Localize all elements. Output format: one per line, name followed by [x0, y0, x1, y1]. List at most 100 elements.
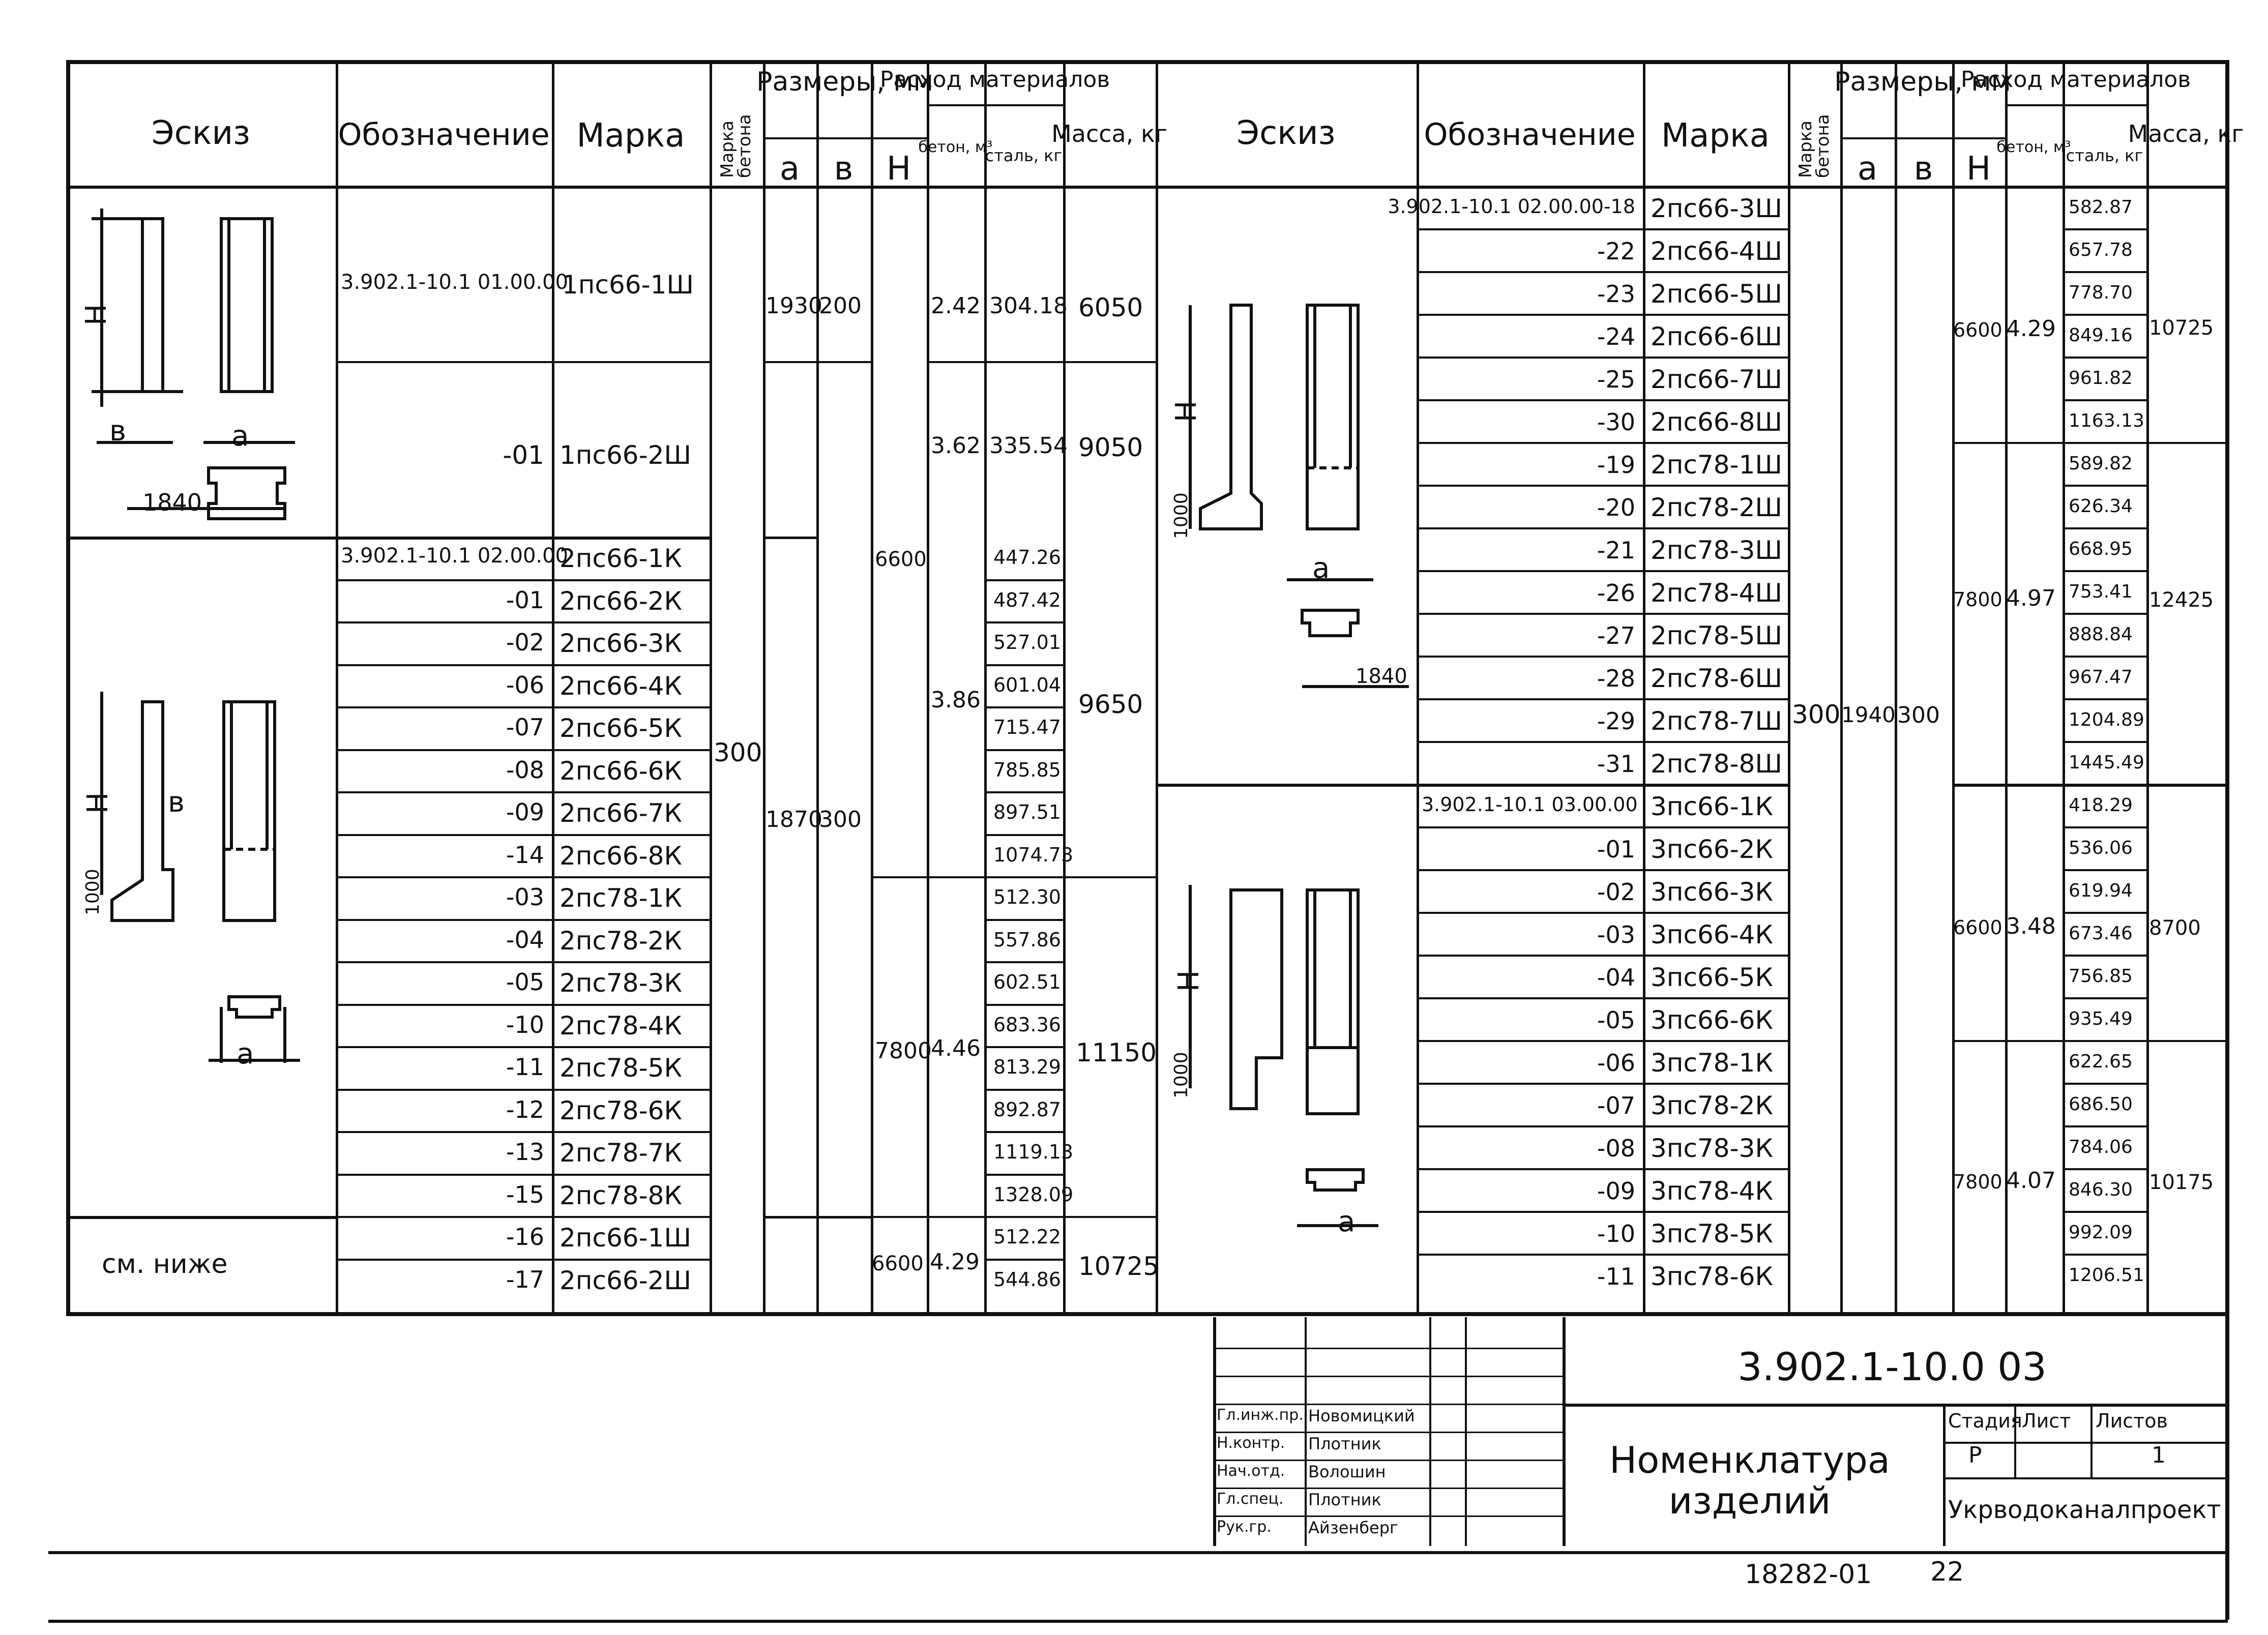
doc-code: 3.902.1-10.0 03 [1737, 1344, 2047, 1389]
rule-v [710, 60, 712, 1312]
designation-cell: -15 [506, 1180, 544, 1208]
role-name: Плотник [1308, 1490, 1381, 1509]
dim-h-cell: 6600 [872, 1252, 924, 1275]
mark-cell: 1пс66-2Ш [559, 440, 691, 470]
rule-h [336, 664, 710, 666]
mark-cell: 2пс78-6К [559, 1095, 682, 1125]
sheets-label: Листов [2096, 1410, 2168, 1432]
designation-cell: -03 [506, 883, 544, 911]
sketch-label-1840: 1840 [142, 489, 202, 516]
rule-h [984, 1088, 1063, 1091]
steel-cell: 846.30 [2069, 1179, 2133, 1200]
dim-h-cell: 6600 [875, 548, 927, 571]
designation-cell: -20 [1597, 494, 1635, 521]
designation-cell: -21 [1597, 537, 1635, 564]
mark-cell: 2пс66-2Ш [559, 1265, 691, 1295]
col-header-sketch: Эскиз [1236, 114, 1336, 152]
rule-h [2063, 1125, 2146, 1127]
rule-h [336, 876, 710, 878]
sketch-label-a: а [1312, 552, 1330, 585]
steel-cell: 589.82 [2069, 453, 2133, 474]
rule-h [336, 834, 710, 836]
rule-v [1943, 1404, 1946, 1546]
role-name: Новомицкий [1308, 1406, 1415, 1425]
designation-cell: -10 [1597, 1220, 1635, 1247]
designation-cell: -07 [506, 714, 544, 741]
designation-cell: -02 [506, 629, 544, 656]
col-header-h: Н [886, 150, 911, 188]
rule-h [763, 137, 927, 139]
mark-cell: 2пс66-8Ш [1651, 407, 1782, 437]
mass-cell: 10725 [2149, 316, 2214, 340]
steel-cell: 335.54 [989, 433, 1068, 459]
designation-cell: 3.902.1-10.1 03.00.00 [1422, 793, 1638, 816]
rule-h [2063, 1083, 2146, 1085]
rule-v [2063, 60, 2065, 1312]
col-header-mark: Марка [576, 117, 685, 155]
rule-h [1417, 1254, 1788, 1256]
mark-cell: 3пс78-4К [1651, 1176, 1773, 1206]
rule-h [1417, 698, 1788, 700]
rule-h [984, 579, 1063, 581]
sketch-label-a: а [231, 420, 249, 453]
mark-cell: 2пс78-2К [559, 926, 682, 956]
rule-h [984, 1003, 1063, 1006]
rule-h [66, 60, 2228, 64]
steel-cell: 813.29 [993, 1056, 1061, 1078]
role-label: Рук.гр. [1217, 1518, 1272, 1536]
mark-cell: 2пс78-4Ш [1651, 578, 1782, 608]
sketch-label-b: в [168, 786, 185, 819]
mass-cell: 10725 [1078, 1252, 1160, 1281]
mark-cell: 2пс78-1Ш [1651, 450, 1782, 480]
dim-h-cell: 7800 [875, 1038, 932, 1064]
rule-v [1417, 60, 1419, 1312]
rule-v [2014, 1404, 2016, 1477]
mark-cell: 3пс66-6К [1651, 1005, 1773, 1035]
designation-cell: -01 [503, 440, 544, 470]
rule-v [927, 60, 929, 1312]
mark-cell: 2пс78-8Ш [1651, 749, 1782, 779]
rule-h [763, 537, 817, 539]
steel-cell: 888.84 [2069, 624, 2133, 645]
mark-cell: 3пс66-1К [1651, 792, 1773, 821]
rule-h [2005, 104, 2146, 106]
rule-h [984, 1173, 1063, 1176]
dim-b-cell: 300 [819, 807, 862, 833]
steel-cell: 753.41 [2069, 581, 2133, 602]
mark-cell: 2пс66-8К [559, 841, 682, 871]
rule-h [48, 1551, 2228, 1554]
rule-h [1417, 1168, 1788, 1170]
designation-cell: -25 [1597, 366, 1635, 393]
mark-cell: 3пс78-3К [1651, 1134, 1773, 1163]
steel-cell: 487.42 [993, 588, 1061, 611]
rule-h [1417, 570, 1788, 572]
rule-h [1417, 869, 1788, 871]
designation-cell: -30 [1597, 408, 1635, 436]
rule-h [763, 1216, 871, 1218]
rule-h [2063, 826, 2146, 828]
rule-h [1417, 228, 1788, 230]
designation-cell: 3.902.1-10.1 02.00.00 [341, 544, 569, 568]
mark-cell: 2пс66-6Ш [1651, 322, 1782, 351]
rule-h [66, 1312, 2228, 1316]
rule-h [2063, 741, 2146, 743]
archive-number: 18282-01 [1745, 1559, 1872, 1590]
role-name: Айзенберг [1308, 1518, 1398, 1537]
mark-cell: 2пс78-2Ш [1651, 493, 1782, 522]
steel-cell: 1119.13 [993, 1141, 1074, 1163]
designation-cell: -02 [1597, 878, 1635, 906]
rule-h [1417, 826, 1788, 828]
rule-v [2225, 60, 2228, 1312]
rule-h [984, 834, 1063, 836]
steel-cell: 1163.13 [2069, 410, 2144, 431]
rule-h [336, 961, 710, 963]
concrete-cell: 2.42 [931, 293, 981, 319]
dim-h-cell: 7800 [1953, 1171, 2002, 1193]
steel-cell: 582.87 [2069, 197, 2133, 218]
col-header-consumption: Расход материалов [1960, 67, 2191, 93]
designation-cell: -22 [1597, 237, 1635, 265]
steel-cell: 715.47 [993, 716, 1061, 738]
steel-cell: 527.01 [993, 631, 1061, 653]
rule-h [2063, 527, 2146, 529]
designation-cell: -13 [506, 1138, 544, 1166]
